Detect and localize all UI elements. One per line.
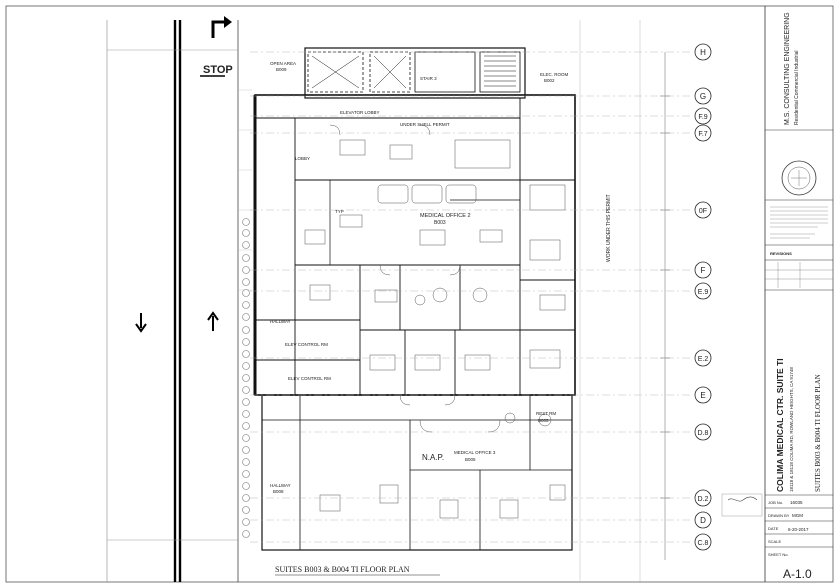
project-name: COLIMA MEDICAL CTR. SUITE TI bbox=[775, 358, 785, 492]
grid-label: C.8 bbox=[698, 540, 709, 547]
grid-label: 0F bbox=[699, 208, 707, 215]
room-number: B002 bbox=[544, 78, 555, 83]
right-parking bbox=[579, 20, 641, 582]
firm-name: M.S. CONSULTING ENGINEERING bbox=[784, 12, 791, 125]
grid-label: D.8 bbox=[698, 430, 709, 437]
room-label: ELEV CONTROL RM bbox=[285, 342, 328, 347]
street-area bbox=[106, 20, 252, 582]
sheet-border bbox=[5, 5, 834, 583]
grid-label: F.9 bbox=[698, 114, 707, 121]
room-label: ELEC. ROOM bbox=[540, 72, 569, 77]
room-label: MEDICAL OFFICE 3 bbox=[454, 450, 496, 455]
room-label: REST RM bbox=[536, 411, 556, 416]
scale-label: SCALE bbox=[768, 539, 781, 544]
room-label: UNDER SHELL PERMIT bbox=[400, 122, 450, 127]
nap-label: N.A.P. bbox=[422, 453, 444, 462]
typ-label: TYP bbox=[335, 209, 344, 214]
fixtures bbox=[304, 124, 566, 519]
grid-label: D.2 bbox=[698, 496, 709, 503]
room-label: HALLWAY bbox=[270, 483, 291, 488]
room-label: STAIR 3 bbox=[420, 76, 437, 81]
sheet-no-label: SHEET No. bbox=[768, 552, 789, 557]
room-number: B008 bbox=[273, 489, 284, 494]
grid-label: G bbox=[700, 92, 706, 101]
column-markers-left bbox=[242, 218, 250, 538]
room-label: LOBBY bbox=[295, 156, 310, 161]
grid-label: E.9 bbox=[698, 289, 709, 296]
room-label: HALLWAY bbox=[270, 319, 291, 324]
grid-label: E bbox=[700, 391, 705, 400]
job-no: 16035 bbox=[790, 500, 803, 505]
grid-label: F bbox=[701, 266, 706, 275]
dimension-line bbox=[660, 52, 670, 560]
grid-lines bbox=[250, 51, 690, 543]
room-label: OPEN AREA bbox=[270, 61, 296, 66]
project-address: 18118 & 18118 COLIMA RD, ROWLAND HEIGHTS… bbox=[789, 367, 794, 492]
firm-subtitle: Residential Commercial Industrial bbox=[794, 51, 800, 125]
title-block bbox=[764, 6, 833, 582]
down-arrow-icon bbox=[135, 313, 147, 333]
grid-label: E.2 bbox=[698, 356, 709, 363]
room-label: ELEVATOR LOBBY bbox=[340, 110, 380, 115]
job-no-label: JOB No. bbox=[768, 500, 783, 505]
drawn-by: MGM bbox=[792, 513, 803, 518]
stop-label: STOP bbox=[203, 64, 233, 76]
room-label: ELEV CONTROL RM bbox=[288, 376, 331, 381]
general-notes bbox=[770, 206, 828, 239]
grid-label: D bbox=[700, 516, 706, 525]
signature-stamp-icon bbox=[727, 496, 758, 502]
room-number: B005 bbox=[465, 457, 476, 462]
room-number: B005 bbox=[538, 418, 549, 423]
room-label: MEDICAL OFFICE 2 bbox=[420, 213, 471, 219]
revisions-label: REVISIONS bbox=[770, 251, 792, 256]
engineer-seal-icon bbox=[781, 160, 817, 196]
date: 6-20-2017 bbox=[788, 527, 809, 532]
drawn-by-label: DRAWN BY bbox=[768, 513, 790, 518]
room-label: WORK UNDER THIS PERMIT bbox=[606, 194, 612, 262]
drawing-title: SUITES B003 & B004 TI FLOOR PLAN bbox=[275, 565, 410, 574]
date-label: DATE bbox=[768, 526, 779, 531]
room-number: B009 bbox=[276, 67, 287, 72]
grid-label: F.7 bbox=[698, 131, 707, 138]
sheet-number: A-1.0 bbox=[783, 567, 812, 581]
grid-label: H bbox=[700, 48, 706, 57]
up-arrow-icon bbox=[207, 311, 219, 331]
sheet-title: SUITES B003 & B004 TI FLOOR PLAN bbox=[814, 374, 822, 492]
room-number: B003 bbox=[434, 220, 446, 226]
grid-bubbles bbox=[694, 43, 712, 551]
turn-arrow-icon bbox=[211, 16, 232, 38]
